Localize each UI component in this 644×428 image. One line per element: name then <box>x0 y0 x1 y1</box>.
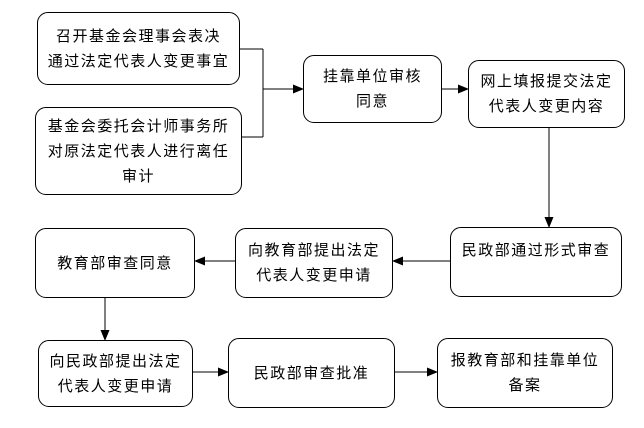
node-online-submission: 网上填报提交法定 代表人变更内容 <box>468 60 625 128</box>
node-audit-accounting-firm: 基金会委托会计师事务所 对原法定代表人进行离任 审计 <box>35 107 242 195</box>
node-mca-formal-review: 民政部通过形式审查 <box>450 227 622 297</box>
node-board-resolution: 召开基金会理事会表决 通过法定代表人变更事宜 <box>37 12 240 85</box>
node-apply-mca: 向民政部提出法定 代表人变更申请 <box>38 340 193 407</box>
node-affiliate-approval: 挂靠单位审核 同意 <box>303 55 442 123</box>
node-apply-moe: 向教育部提出法定 代表人变更申请 <box>235 228 393 298</box>
node-filing-record: 报教育部和挂靠单位 备案 <box>437 338 613 408</box>
node-moe-approval: 教育部审查同意 <box>35 228 195 298</box>
node-mca-approval: 民政部审查批准 <box>228 338 395 408</box>
